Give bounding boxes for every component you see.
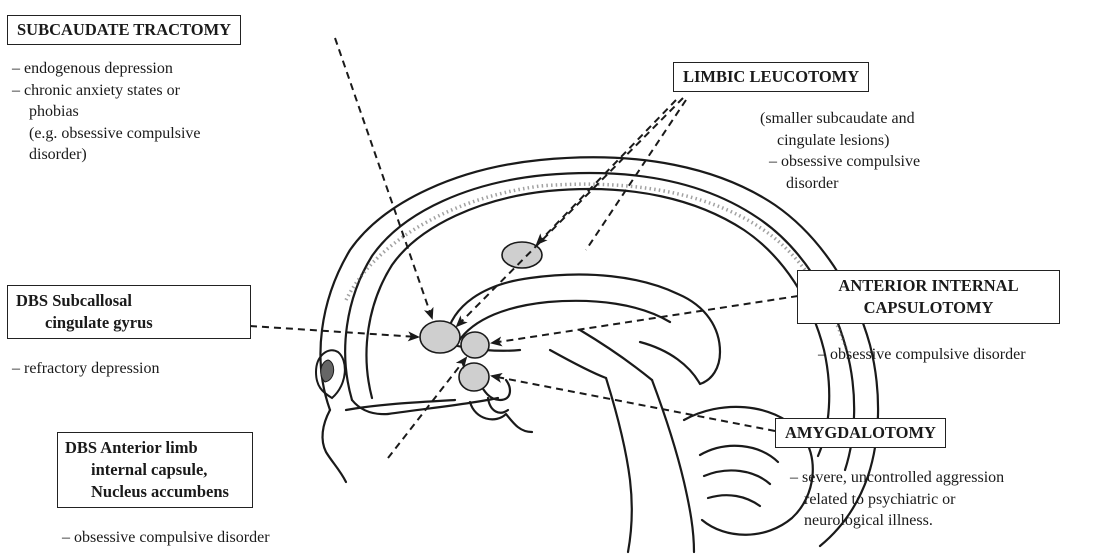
amygdalotomy-description: – severe, uncontrolled aggression relate… [790,467,1004,532]
dbs-capsule-title-1: DBS Anterior limb [65,437,244,459]
limbic-title: LIMBIC LEUCOTOMY [683,67,859,86]
subcaudate-line-2: – chronic anxiety states or [12,80,201,102]
lesion-amygdala [459,363,489,391]
capsulotomy-title-1: ANTERIOR INTERNAL [806,275,1051,297]
subcaudate-description: – endogenous depression – chronic anxiet… [12,58,201,166]
subcaudate-line-5: disorder) [12,144,201,166]
dbs-capsule-line-1: – obsessive compulsive disorder [62,527,270,549]
label-dbs-subcallosal: DBS Subcallosal cingulate gyrus [7,285,251,339]
limbic-description: (smaller subcaudate and cingulate lesion… [760,108,920,194]
dbs-capsule-title-3: Nucleus accumbens [91,481,244,503]
amygdalotomy-title: AMYGDALOTOMY [785,423,936,442]
dbs-subcallosal-title-1: DBS Subcallosal [16,290,242,312]
dbs-subcallosal-line-1: – refractory depression [12,358,160,380]
skull-diploe [346,184,846,348]
dbs-capsule-title-2: internal capsule, [91,459,244,481]
dbs-subcallosal-title-2: cingulate gyrus [16,312,242,334]
eye-shape [321,360,334,382]
leader-limbic-subcaudate [457,98,683,326]
amygdalotomy-line-2: related to psychiatric or [790,489,1004,511]
label-anterior-internal-capsulotomy: ANTERIOR INTERNAL CAPSULOTOMY [797,270,1060,324]
lesion-subcaudate [420,321,460,353]
subcaudate-title: SUBCAUDATE TRACTOMY [17,20,231,39]
subcaudate-line-3: phobias [12,101,201,123]
amygdalotomy-line-3: neurological illness. [790,510,1004,532]
dbs-subcallosal-description: – refractory depression [12,358,160,380]
leader-amygdalotomy [492,376,775,431]
limbic-line-4: disorder [760,173,920,195]
capsulotomy-description: – obsessive compulsive disorder [818,344,1026,366]
limbic-line-1: (smaller subcaudate and [760,108,920,130]
label-amygdalotomy: AMYGDALOTOMY [775,418,946,448]
limbic-line-3: – obsessive compulsive [760,151,920,173]
subcaudate-line-4: (e.g. obsessive compulsive [12,123,201,145]
subcaudate-line-1: – endogenous depression [12,58,201,80]
dbs-capsule-description: – obsessive compulsive disorder [62,527,270,549]
amygdalotomy-line-1: – severe, uncontrolled aggression [790,467,1004,489]
label-dbs-anterior-limb: DBS Anterior limb internal capsule, Nucl… [57,432,253,508]
lesion-internal-capsule [461,332,489,358]
capsulotomy-line-1: – obsessive compulsive disorder [818,344,1026,366]
capsulotomy-title-2: CAPSULOTOMY [806,297,1051,319]
leader-limbic-extension [586,100,686,250]
leader-dbs-capsule [388,358,466,458]
leader-dbs-subcallosal [250,326,418,337]
leader-limbic-cingulate [537,100,676,244]
label-limbic-leucotomy: LIMBIC LEUCOTOMY [673,62,869,92]
leader-subcaudate [335,38,432,318]
label-subcaudate-tractomy: SUBCAUDATE TRACTOMY [7,15,241,45]
limbic-line-2: cingulate lesions) [760,130,920,152]
